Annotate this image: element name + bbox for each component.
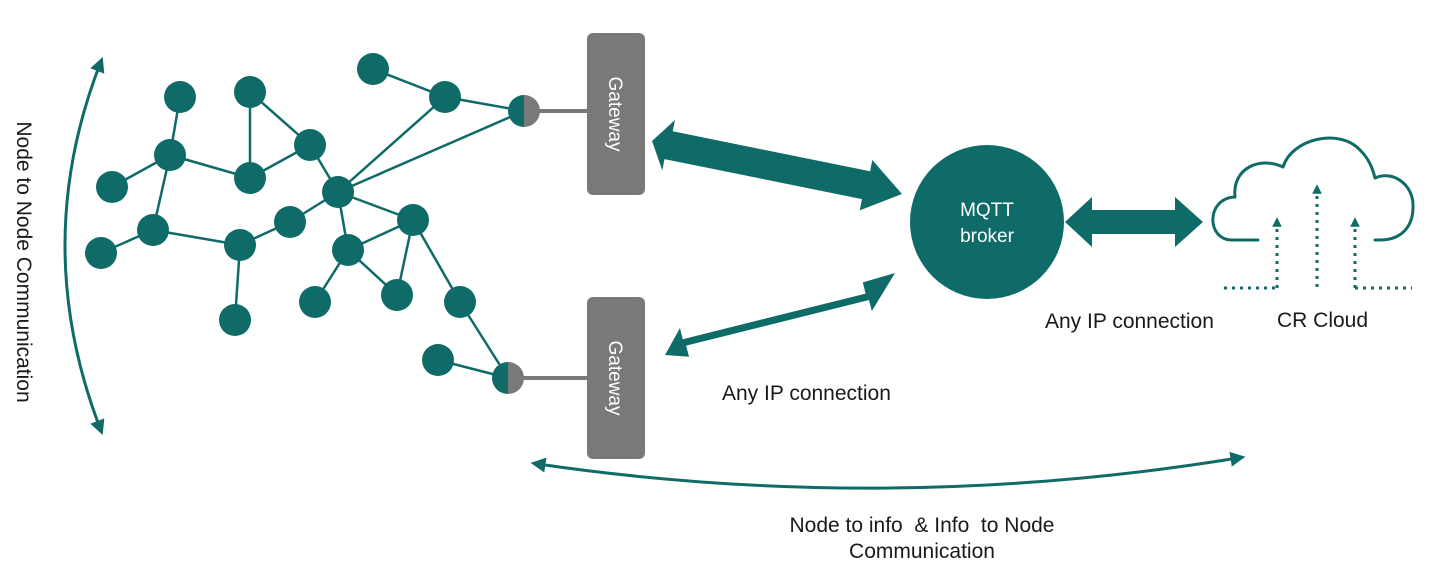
mqtt-broker: MQTT broker: [910, 145, 1064, 299]
edge-node-bottom: [492, 362, 524, 394]
mesh-node: [85, 237, 117, 269]
mesh-node: [299, 286, 331, 318]
mesh-node: [224, 229, 256, 261]
mesh-node: [294, 129, 326, 161]
gateway-top: Gateway: [587, 33, 645, 195]
gateway-top-to-broker-arrow: [652, 120, 902, 211]
mesh-node: [137, 214, 169, 246]
gateway-top-label: Gateway: [604, 77, 625, 152]
mesh-node: [381, 279, 413, 311]
broker-label-line2: broker: [960, 226, 1015, 247]
mesh-node: [422, 344, 454, 376]
node-to-node-label: Node to Node Communication: [12, 121, 35, 402]
mesh-node: [234, 76, 266, 108]
mesh-node: [219, 304, 251, 336]
mesh-node: [332, 234, 364, 266]
gateway-bottom-to-broker-arrow: [665, 273, 895, 357]
mesh-node: [234, 162, 266, 194]
gateway-bottom: Gateway: [587, 297, 645, 459]
gateway-bottom-label: Gateway: [604, 341, 625, 416]
ip-connection-right-label: Any IP connection: [1045, 310, 1214, 333]
mesh-node: [96, 171, 128, 203]
broker-label-line1: MQTT: [960, 200, 1014, 221]
mesh-node: [164, 81, 196, 113]
broker-to-cloud-arrow: [1065, 197, 1203, 247]
ip-connection-bottom-label: Any IP connection: [722, 382, 891, 405]
node-to-info-curved-arrow: [530, 451, 1246, 490]
mesh-node: [397, 204, 429, 236]
bottom-label-line2: Communication: [849, 540, 995, 563]
mesh-node: [274, 206, 306, 238]
mesh-node: [357, 53, 389, 85]
cloud-label: CR Cloud: [1277, 309, 1368, 332]
bottom-label-line1: Node to info & Info to Node: [789, 514, 1054, 537]
mesh-node: [322, 176, 354, 208]
mesh-node: [444, 286, 476, 318]
cloud-upload-icon: [1211, 136, 1415, 290]
node-to-node-curved-arrow: [63, 57, 105, 436]
mesh-network-nodes: [85, 53, 476, 376]
mesh-node: [154, 139, 186, 171]
edge-node-top: [508, 95, 540, 127]
mesh-node: [429, 81, 461, 113]
